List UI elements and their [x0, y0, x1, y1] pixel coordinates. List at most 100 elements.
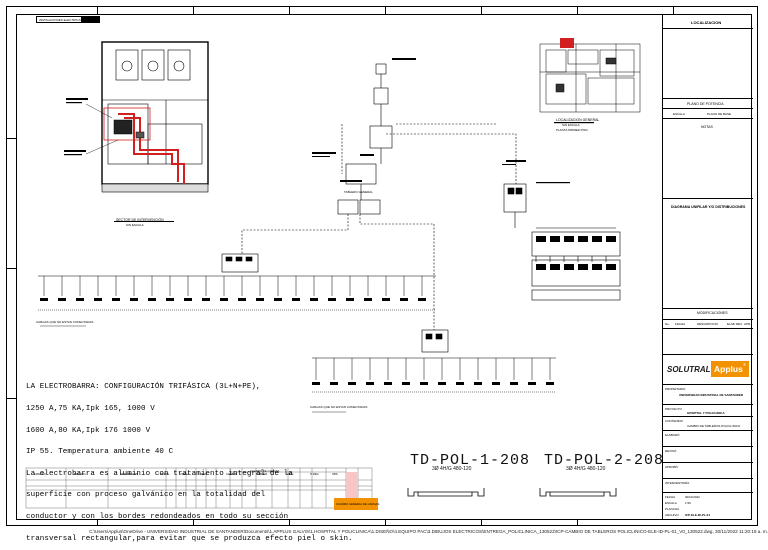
red-route: [103, 107, 185, 184]
tb-contents: CAMBIO DE TABLEROS POLICLINICO: [687, 424, 741, 428]
brand-left: SOLUTRAL: [667, 365, 711, 374]
schedule-col: TUBERIA: [256, 473, 268, 476]
electrical-drawing: [25, 38, 641, 510]
single-line-diagram: [241, 63, 517, 330]
right-boards: [503, 183, 621, 301]
schedule-col: PROT.: [200, 473, 208, 476]
tb-notes-row: NOTAS: [663, 118, 753, 198]
note-line: transversal rectangular,para evitar que …: [26, 534, 353, 543]
keyplan-subtitle: SIN ESCALA: [126, 223, 144, 227]
tb-notes: NOTAS: [701, 125, 713, 129]
cabinet-2-sub: 3Ø 4H/G 480-120: [566, 466, 606, 472]
left-board: [38, 253, 436, 311]
tb-scale: 1:50: [685, 501, 691, 505]
tb-col-label-2: PLANO DE BASE: [707, 112, 732, 116]
note-line: La electrobarra es aluminio con tratamie…: [26, 469, 293, 478]
tb-rev-label: REVISÓ: [665, 449, 677, 453]
file-path-footer: C:\Users\Applus\OneDrive - UNIVERSIDAD I…: [89, 529, 768, 534]
note-line: IP 55. Temperatura ambiente 40 C: [26, 448, 174, 457]
tb-file-label: ARCHIVO: [665, 513, 679, 517]
tb-apr-label: APROBÓ: [665, 465, 678, 469]
tb-apr-row: APROBÓ: [663, 462, 753, 478]
brand-sup: ®: [743, 362, 746, 367]
cabinet-1-name: TD-POL-1-208: [410, 452, 531, 469]
rev-col: REV.: [736, 322, 743, 326]
tb-rev-row: REVISÓ: [663, 446, 753, 462]
tb-header: LOCALIZACION: [691, 20, 722, 25]
note-line: 1250 A,75 KA,Ipk 165, 1000 V: [26, 405, 155, 414]
tb-diagram: DIAGRAMA UNIFILAR Y/O DISTRIBUCIONES: [671, 205, 746, 209]
keyplan: [101, 41, 209, 193]
keyplan-title: SECTOR DE INTERVENCIÓN: [116, 218, 164, 222]
schedule-col: TABLERO: [34, 473, 46, 476]
note-line: superficie con proceso galvánico en la t…: [26, 491, 266, 500]
header-strip-label: INSTALACIONES ELECTRICAS: [39, 17, 83, 22]
schedule-col: % REG: [310, 473, 319, 476]
electrobarra-notes: LA ELECTROBARRA: CONFIGURACIÓN TRIFÁSICA…: [26, 370, 353, 550]
rev-col: No.: [665, 322, 670, 326]
schedule-tag: CUADRO GENERAL DE CARGAS: [336, 502, 380, 506]
cabinet-sections: [407, 488, 617, 497]
drawing-frame: [16, 14, 752, 520]
schedule-col: TENSION: [74, 473, 86, 476]
tb-location-area: [663, 28, 753, 98]
location-title: LOCALIZACION GENERAL: [556, 118, 600, 122]
tb-contents-label: CONTENIDO: [665, 419, 683, 423]
location-note: PLANTA PRIMER PISO: [556, 128, 588, 132]
note-line: 1600 A,80 KA,Ipk 176 1000 V: [26, 426, 151, 435]
tb-sheet-label: PLANCHA: [665, 507, 680, 511]
tb-sign-row: INTERVENTORÍA: [663, 478, 753, 492]
rev-col: DESCRIPCION: [697, 322, 718, 326]
schedule-header: TABLERO TENSION DESCRIPCION POLOS CARGA …: [30, 473, 360, 479]
tb-bottom-row: FECHA 30/11/2022 ESCALA 1:50 PLANCHA ARC…: [663, 492, 753, 520]
schedule-title: CUADRO DE CARGAS: [250, 469, 280, 473]
schedule-col: POLOS: [160, 473, 169, 476]
tb-file-code: ICP-ELE-ID-PL-01: [685, 513, 711, 517]
rev-col: APR.: [744, 322, 752, 326]
tb-diagram-row: DIAGRAMA UNIFILAR Y/O DISTRIBUCIONES: [663, 198, 753, 308]
main-board-label: TABLERO GENERAL: [344, 190, 373, 194]
tb-plan-title: PLANO DE POTENCIA: [687, 102, 724, 106]
tb-brand-row: SOLUTRAL Applus ®: [663, 354, 753, 384]
tb-date-label: FECHA: [665, 495, 676, 499]
load-note-left: CARGAS QUE NO ESTAN CONECTADAS: [36, 320, 94, 324]
cabinet-1-sub: 3Ø 4H/G 480-120: [432, 466, 472, 472]
sheet-border: [6, 6, 758, 526]
rev-col: ELAB.: [727, 322, 736, 326]
note-line: LA ELECTROBARRA: CONFIGURACIÓN TRIFÁSICA…: [26, 383, 261, 392]
tb-owner-row: PROPIETARIO UNIVERSIDAD INDUSTRIAL DE SA…: [663, 384, 753, 404]
brand-right: Applus: [714, 364, 743, 374]
tb-elab-row: ELABORÓ: [663, 430, 753, 446]
schedule-col: CARGA: [180, 473, 190, 476]
title-block: LOCALIZACION PLANO DE POTENCIA ESCALA PL…: [662, 14, 753, 520]
load-note-bottom: CARGAS QUE NO ESTAN CONECTADAS: [310, 405, 368, 409]
tb-owner-label: PROPIETARIO: [665, 387, 686, 391]
tb-owner: UNIVERSIDAD INDUSTRIAL DE SANTANDER: [679, 393, 744, 397]
cabinet-1: TD-POL-1-208 3Ø 4H/G 480-120: [410, 452, 531, 472]
tb-scale-label: ESCALA: [665, 501, 677, 505]
schedule-col: LONG.: [286, 473, 295, 476]
tb-project-row: PROYECTO HOSPITAL Y POLICLINICA: [663, 404, 753, 416]
schedule-col: DESCRIPCION: [120, 473, 139, 476]
load-schedule-table: [25, 467, 373, 509]
tb-col-label-1: ESCALA: [673, 112, 685, 116]
cabinet-2-name: TD-POL-2-208: [544, 452, 665, 469]
location-subtitle: SIN ESCALA: [562, 123, 580, 127]
tb-scale-row: ESCALA PLANO DE BASE: [663, 108, 753, 118]
tb-plan-title-row: PLANO DE POTENCIA: [663, 98, 753, 108]
tb-sign-label: INTERVENTORÍA: [665, 481, 690, 485]
rev-header: No. FECHA DESCRIPCION ELAB. REV. APR.: [663, 319, 753, 329]
applus-logo: Applus ®: [711, 361, 749, 377]
rev-col: FECHA: [675, 322, 686, 326]
tb-project: HOSPITAL Y POLICLINICA: [687, 411, 725, 415]
tb-date: 30/11/2022: [685, 495, 700, 499]
tb-elab-label: ELABORÓ: [665, 433, 680, 437]
location-plan: [539, 43, 641, 113]
tb-revisions: MODIFICACIONES: [697, 311, 728, 315]
bottom-board: [312, 329, 556, 393]
schedule-col: CALIBRE: [226, 473, 238, 476]
keyplan-detail: [113, 119, 145, 139]
header-strip-box: INSTALACIONES ELECTRICAS: [36, 16, 100, 23]
tb-revisions-row: MODIFICACIONES No. FECHA DESCRIPCION ELA…: [663, 308, 753, 354]
note-line: conductor y con los bordes redondeados e…: [26, 513, 289, 522]
